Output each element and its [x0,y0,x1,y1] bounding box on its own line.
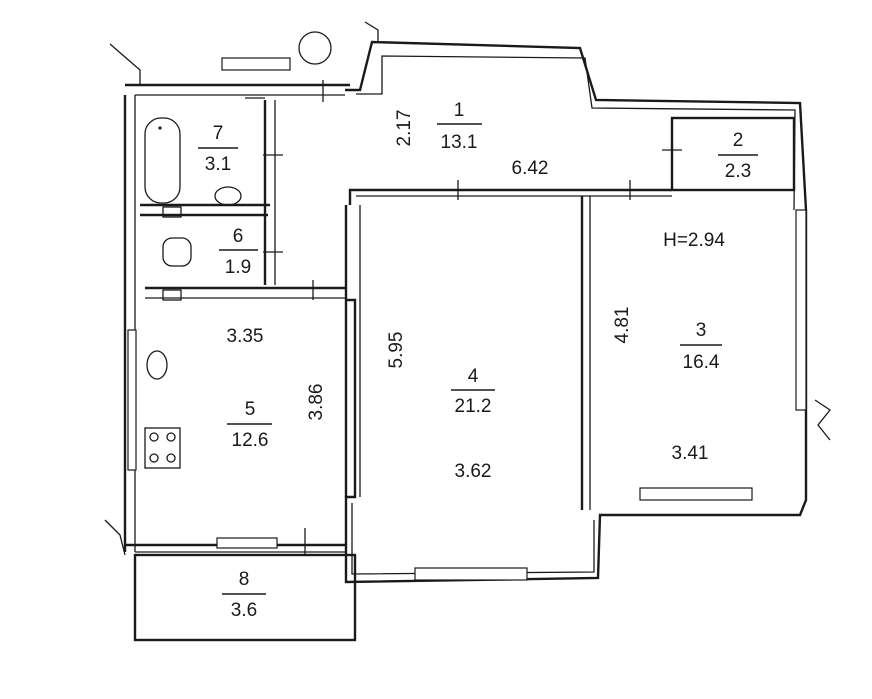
dimension-label: 3.35 [227,326,264,347]
room-number: 6 [233,226,244,247]
stove-icon [144,427,181,469]
outer-walls [123,40,808,584]
window-room-3-bottom [639,487,753,501]
room-area: 3.6 [231,600,257,621]
room-label-1: 1 13.1 [437,100,482,153]
window-top-left [221,57,291,71]
room-label-5: 5 12.6 [227,399,272,451]
dimension-label: 3.41 [672,443,709,464]
room-number: 8 [239,569,250,590]
room-number: 1 [454,100,465,121]
room-area: 2.3 [725,161,751,182]
room-label-7: 7 3.1 [198,123,238,175]
balcony-8 [133,553,357,642]
window-kitchen [216,537,278,549]
window-room-4 [414,567,528,581]
door-marks [263,80,682,555]
window-left [127,329,137,471]
washbasin-icon [214,186,242,206]
room-label-8: 8 3.6 [222,569,266,621]
room-number: 4 [468,366,479,387]
dimension-label: 6.42 [512,158,549,179]
room-number: 7 [213,123,224,144]
room-area: 12.6 [232,430,269,451]
room-area: 1.9 [225,257,251,278]
window-room-3-right [795,209,807,411]
room-label-4: 4 21.2 [451,366,495,417]
bathtub-icon [144,117,181,204]
room-label-2: 2 2.3 [718,130,758,182]
room-number: 5 [245,399,256,420]
room-area: 13.1 [441,132,478,153]
balconies [104,21,831,642]
room-label-3: 3 16.4 [680,320,722,373]
kitchen-sink-icon [146,350,168,380]
dimension-label: 2.17 [394,110,415,147]
room-label-6: 6 1.9 [219,226,258,278]
dimension-label: 4.81 [612,307,633,344]
dimension-label: 3.62 [455,461,492,482]
ventilation-shaft-icon [298,31,332,65]
room-area: 21.2 [455,396,492,417]
dimension-label: 3.86 [306,384,327,421]
room-area: 16.4 [683,352,720,373]
windows [127,57,807,581]
room-area: 3.1 [205,154,231,175]
interior-walls [140,97,796,510]
dimension-label: 5.95 [386,332,407,369]
room-number: 3 [696,320,707,341]
room-number: 2 [733,130,744,151]
toilet-icon [162,237,192,267]
ceiling-height-label: H=2.94 [663,230,725,251]
fixtures [144,31,332,469]
